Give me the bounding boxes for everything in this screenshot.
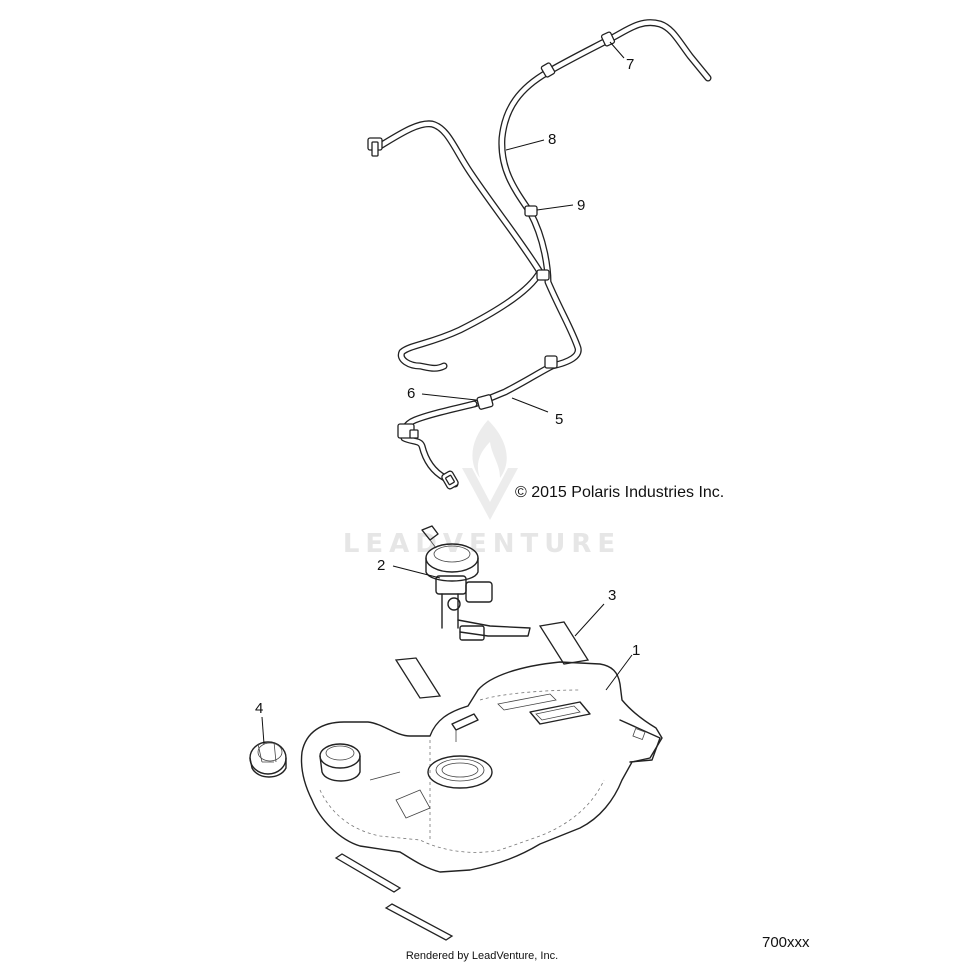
fuel-line-hose bbox=[376, 120, 544, 372]
hose-clamp-mid bbox=[536, 269, 550, 281]
fuel-tank bbox=[300, 661, 663, 873]
tank-pad-3 bbox=[538, 621, 590, 665]
hose-fitting-left bbox=[367, 137, 383, 157]
callout-8: 8 bbox=[548, 131, 556, 148]
leader-4 bbox=[261, 716, 265, 745]
watermark-v-icon bbox=[462, 468, 518, 520]
reference-code: 700xxx bbox=[762, 934, 810, 951]
callout-5: 5 bbox=[555, 411, 563, 428]
fuel-pump-assembly bbox=[421, 525, 531, 641]
callout-9: 9 bbox=[577, 197, 585, 214]
hose-clamp-upper bbox=[540, 62, 556, 78]
vent-hose-8 bbox=[470, 19, 712, 408]
callout-4: 4 bbox=[255, 700, 263, 717]
leader-5 bbox=[511, 397, 549, 413]
hose-clamp-7 bbox=[600, 31, 616, 47]
callout-2: 2 bbox=[377, 557, 385, 574]
watermark-text: LEADVENTURE bbox=[343, 529, 621, 559]
watermark-flame-icon bbox=[472, 420, 507, 478]
copyright-text: © 2015 Polaris Industries Inc. bbox=[515, 484, 724, 501]
leader-9 bbox=[536, 204, 574, 211]
leader-8 bbox=[505, 139, 545, 151]
hose-clamp-9 bbox=[524, 205, 538, 217]
hose-connector-bottom bbox=[441, 470, 459, 490]
elbow-bracket bbox=[397, 423, 419, 439]
callout-1: 1 bbox=[632, 642, 640, 659]
hose-clamp-lower bbox=[544, 355, 558, 369]
leader-3 bbox=[574, 603, 605, 637]
leader-7 bbox=[609, 41, 625, 59]
fuel-hose-5 bbox=[399, 400, 478, 488]
callout-7: 7 bbox=[626, 56, 634, 73]
leader-2 bbox=[392, 565, 441, 579]
tank-pad-bottom-1 bbox=[334, 853, 402, 893]
leadventure-watermark: LEADVENTURE bbox=[343, 420, 621, 559]
leader-6 bbox=[421, 393, 477, 401]
callout-6: 6 bbox=[407, 385, 415, 402]
fuel-cap bbox=[249, 741, 287, 778]
tank-pad-left bbox=[394, 657, 442, 699]
leader-1 bbox=[605, 654, 633, 691]
callout-3: 3 bbox=[608, 587, 616, 604]
hose-clamp-6 bbox=[476, 394, 494, 410]
footer-credit: Rendered by LeadVenture, Inc. bbox=[406, 950, 558, 962]
tank-pad-bottom-2 bbox=[384, 903, 454, 941]
